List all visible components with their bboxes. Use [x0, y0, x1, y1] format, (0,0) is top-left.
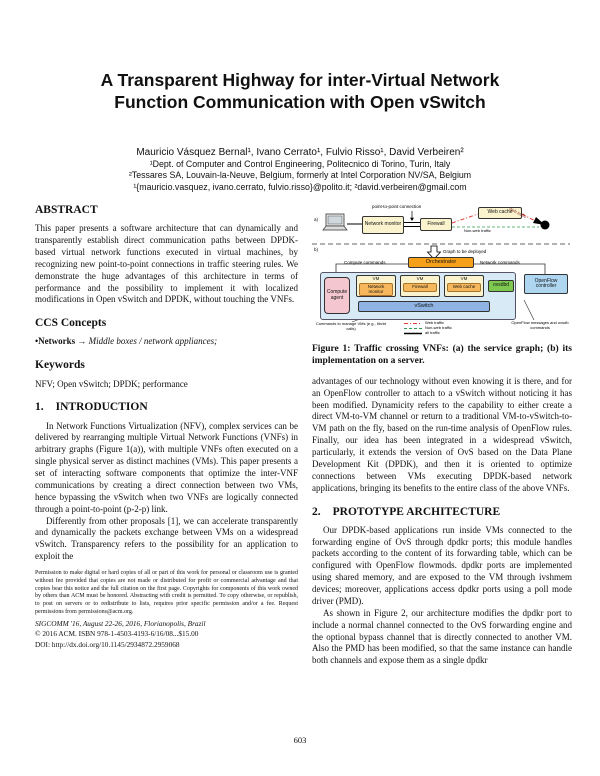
figure-1: a) b) point-to-point connection Network …: [312, 204, 570, 338]
col2-paragraph-2: Our DPDK-based applications run inside V…: [312, 524, 572, 606]
web-cache-box: Web cache: [478, 207, 522, 219]
intro-heading-text: INTRODUCTION: [55, 401, 148, 414]
abstract-text: This paper presents a software architect…: [35, 223, 298, 305]
paper-title-line2: Function Communication with Open vSwitch: [114, 91, 486, 112]
laptop-icon: [322, 213, 348, 231]
compute-agent-box: Compute agent: [324, 277, 350, 314]
vm3-app-box: Web cache: [447, 282, 481, 292]
panel-a-label: a): [314, 217, 319, 222]
permission-notice: Permission to make digital or hard copie…: [35, 570, 298, 616]
intro-heading: 1. INTRODUCTION: [35, 400, 298, 415]
affiliation-2: ²Tessares SA, Louvain-la-Neuve, Belgium,…: [128, 170, 472, 181]
left-column: ABSTRACT This paper presents a software …: [35, 203, 298, 650]
vm1-app-box: Network monitor: [359, 282, 393, 297]
page-number: 603: [293, 735, 307, 745]
compute-commands-label: Compute commands: [344, 260, 386, 265]
vm-label: VM: [372, 276, 380, 281]
col2-paragraph-3: As shown in Figure 2, our architecture m…: [312, 607, 572, 666]
orchestrator-box: Orchestrator: [408, 257, 474, 268]
author-names: Mauricio Vásquez Bernal¹, Ivano Cerrato¹…: [136, 147, 464, 158]
abstract-heading: ABSTRACT: [35, 204, 98, 216]
intro-paragraph-1: In Network Functions Virtualization (NFV…: [35, 420, 298, 514]
paper-title-line1: A Transparent Highway for inter-Virtual …: [100, 70, 500, 90]
affiliation-1: ¹Dept. of Computer and Control Engineeri…: [149, 159, 451, 169]
vm-box-1: VM Network monitor: [356, 275, 396, 297]
ccs-italic: Middle boxes / network appliances;: [88, 336, 218, 347]
vm2-app-box: Firewall: [403, 282, 437, 292]
legend-web-traffic: Web traffic: [425, 320, 444, 325]
intro-paragraph-2: Differently from other proposals [1], we…: [35, 515, 298, 562]
vswitch-box: vSwitch: [358, 301, 490, 312]
graph-deploy-label: Graph to be deployed: [443, 249, 487, 254]
manage-vms-annotation: Commands to manage VMs (e.g., libvirt ca…: [315, 321, 387, 331]
col2-paragraph-1: advantages of our technology without eve…: [312, 375, 572, 493]
paper-title: A Transparent Highway for inter-Virtual …: [40, 70, 560, 114]
legend-nonweb-traffic: Non-web traffic: [425, 325, 452, 330]
panel-b-label: b): [314, 247, 319, 252]
author-block: Mauricio Vásquez Bernal¹, Ivano Cerrato¹…: [30, 146, 570, 193]
ccs-arrow: →: [75, 336, 89, 347]
openflow-messages-annotation: OpenFlow messages and ovsdb commands: [511, 320, 569, 330]
right-column: a) b) point-to-point connection Network …: [312, 200, 572, 667]
p2p-annotation: point-to-point connection: [372, 204, 422, 209]
openflow-controller-box: OpenFlow controller: [524, 274, 568, 294]
ccs-heading: CCS Concepts: [35, 317, 107, 330]
ccs-bold: •Networks: [35, 336, 76, 347]
ovsdb-box: ovsdbd: [488, 280, 514, 292]
vm-box-2: VM Firewall: [400, 275, 440, 297]
ccs-concepts: •Networks → Middle boxes / network appli…: [35, 336, 298, 348]
author-emails: ¹{mauricio.vasquez, ivano.cerrato, fulvi…: [133, 181, 467, 192]
copyright-line: © 2016 ACM. ISBN 978-1-4503-4193-6/16/08…: [35, 629, 199, 639]
keywords-heading: Keywords: [35, 359, 85, 372]
internet-dot: [533, 217, 550, 230]
section-2-number: 2.: [312, 505, 321, 518]
section-2-heading-text: PROTOTYPE ARCHITECTURE: [332, 505, 501, 518]
conference-line: SIGCOMM '16, August 22-26, 2016, Florian…: [35, 618, 206, 628]
vm-label: VM: [416, 276, 424, 281]
legend-all-traffic: all traffic: [425, 330, 440, 335]
firewall-box: Firewall: [420, 218, 452, 231]
network-commands-label: Network commands: [480, 260, 520, 265]
figure-1-caption: Figure 1: Traffic crossing VNFs: (a) the…: [312, 344, 572, 366]
vm-box-3: VM Web cache: [444, 275, 484, 297]
keywords-text: NFV; Open vSwitch; DPDK; performance: [35, 378, 188, 389]
intro-number: 1.: [35, 401, 44, 414]
nonweb-traffic-label: Non-web traffic: [464, 228, 491, 233]
vm-label: VM: [460, 276, 468, 281]
deploy-arrow-icon: [426, 245, 442, 260]
section-2-heading: 2. PROTOTYPE ARCHITECTURE: [312, 505, 572, 520]
network-monitor-box: Network monitor: [362, 216, 404, 234]
doi-line: DOI: http://dx.doi.org/10.1145/2934872.2…: [35, 640, 180, 650]
